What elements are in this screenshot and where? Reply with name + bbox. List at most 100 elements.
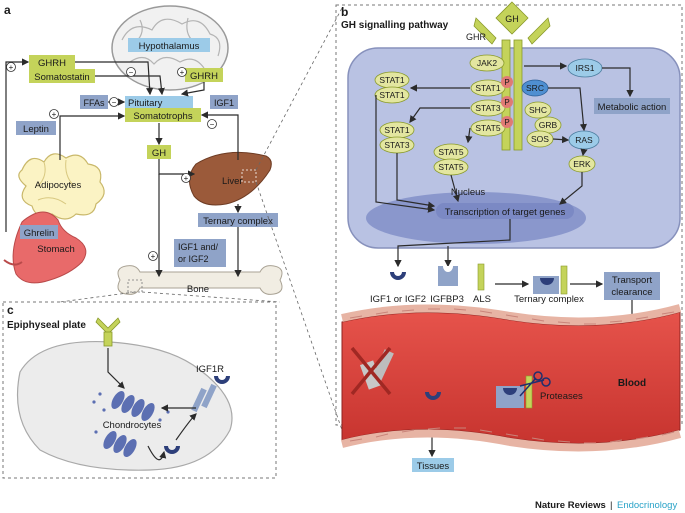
plus-sign: + <box>180 68 185 77</box>
igf-icon <box>390 272 406 280</box>
igf1-box <box>210 95 238 109</box>
somatostatin-box <box>29 69 95 83</box>
panel-b-arrows <box>375 62 636 458</box>
ghrh-right-box <box>185 68 223 82</box>
panel-b: b GH signalling pathway Nucleus Transcri… <box>335 1 683 472</box>
blood-label: Blood <box>618 378 646 389</box>
plus-sign: + <box>151 252 156 261</box>
ghrelin-label: Ghrelin <box>24 228 55 239</box>
igf1r-label: IGF1R <box>196 364 224 375</box>
ghr-label: GHR <box>466 32 487 42</box>
gh-receptor-c-icon <box>95 317 121 347</box>
bone-label: Bone <box>187 284 209 295</box>
footer-journal: Nature Reviews <box>535 500 606 511</box>
adipocytes-label: Adipocytes <box>35 180 82 191</box>
phospho-label: P <box>504 78 509 87</box>
stat1-hetero-label: STAT1 <box>384 125 409 135</box>
liver-illustration <box>189 151 272 206</box>
stomach-label: Stomach <box>37 244 75 255</box>
somatotrophs-label: Somatotrophs <box>133 111 192 122</box>
igfbp3-label: IGFBP3 <box>430 294 464 305</box>
als-icon <box>477 263 485 291</box>
stat1-dimer-a-label: STAT1 <box>379 75 404 85</box>
ternary-complex-b-label: Ternary complex <box>514 294 584 305</box>
phospho-markers: P P P <box>501 76 513 128</box>
chondrocyte-cluster-icon <box>92 390 170 458</box>
panel-b-label: b <box>341 5 348 19</box>
somatostatin-label: Somatostatin <box>34 72 89 83</box>
free-igf-icon <box>425 392 441 400</box>
sos-label: SOS <box>531 134 549 144</box>
ghrh-left-label: GHRH <box>38 58 66 69</box>
igf-a-label-1: IGF1 and/ <box>178 242 219 252</box>
transport-label-1: Transport <box>612 275 653 286</box>
stat5-dimer-a-label: STAT5 <box>438 147 463 157</box>
ras-label: RAS <box>575 135 593 145</box>
panel-c-arrows <box>107 348 197 461</box>
adipocytes-illustration <box>18 153 105 220</box>
panel-a: a Hypothalamus GHRH Somatostatin GHRH Pi… <box>3 3 283 295</box>
stat3-bound-node <box>470 99 506 117</box>
leptin-label: Leptin <box>23 124 49 135</box>
stat5-bound-label: STAT5 <box>475 123 500 133</box>
ghr-receptor-icon <box>473 1 551 151</box>
liver-label: Liver <box>222 176 243 187</box>
minus-sign: − <box>129 68 134 77</box>
stat3-hetero-label: STAT3 <box>384 140 409 150</box>
shc-node <box>524 101 552 119</box>
nucleus-label: Nucleus <box>451 187 486 198</box>
ffas-box <box>80 95 108 109</box>
plus-sign: + <box>9 63 14 72</box>
gh-label: GH <box>152 148 166 159</box>
panel-c-label: c <box>7 303 14 317</box>
ternary-complex-a-box <box>198 213 278 227</box>
igfbp3-icon <box>438 266 458 286</box>
footer: Nature Reviews | Endocrinology <box>535 500 677 511</box>
ghrh-left-box <box>29 55 75 69</box>
igf1-label: IGF1 <box>214 98 234 108</box>
gh-box <box>147 145 171 159</box>
stat1-bound-node <box>470 79 506 97</box>
irs1-label: IRS1 <box>576 63 595 73</box>
hypothalamus-label: Hypothalamus <box>139 41 200 52</box>
panel-c: c Epiphyseal plate IGF1R <box>2 301 277 479</box>
src-label: SRC <box>526 83 544 93</box>
blood-vessel <box>341 304 682 452</box>
stat5-bound-node <box>470 119 506 137</box>
igf-a-box <box>174 239 226 267</box>
ghrh-right-label: GHRH <box>190 71 218 82</box>
als-label: ALS <box>473 294 491 305</box>
panel-a-label: a <box>4 3 11 17</box>
transcription-label: Transcription of target genes <box>445 207 566 218</box>
pituitary-box <box>125 96 193 108</box>
transport-label-2: clearance <box>611 287 652 298</box>
stat1-dimer-b-label: STAT1 <box>379 90 404 100</box>
proteases-label: Proteases <box>540 391 583 402</box>
zoom-connectors <box>59 7 343 431</box>
stat3-bound-label: STAT3 <box>475 103 500 113</box>
stat1-bound-label: STAT1 <box>475 83 500 93</box>
tissues-label: Tissues <box>417 461 450 472</box>
metabolic-action-box <box>594 98 670 114</box>
ternary-complex-a-label: Ternary complex <box>203 216 273 227</box>
minus-sign: − <box>112 98 117 107</box>
tissues-box <box>412 458 454 472</box>
transport-clearance-box <box>604 272 660 300</box>
igf-a-label-2: or IGF2 <box>178 254 209 264</box>
panel-c-title: Epiphyseal plate <box>7 320 86 331</box>
footer-separator: | <box>610 500 612 511</box>
phospho-label: P <box>504 98 509 107</box>
ternary-complex-icon <box>533 265 568 295</box>
chondrocytes-label: Chondrocytes <box>103 420 162 431</box>
blocked-complex-icon <box>350 346 394 396</box>
panel-a-sign-markers: + − + + − − + + <box>6 62 217 261</box>
ffas-label: FFAs <box>83 98 105 108</box>
stat-dimers <box>374 71 469 176</box>
shc-label: SHC <box>529 105 547 115</box>
jak2-label: JAK2 <box>477 58 498 68</box>
gh-ligand-label: GH <box>505 14 519 24</box>
plus-sign: + <box>184 174 189 183</box>
igf1-or-igf2-label: IGF1 or IGF2 <box>370 294 426 305</box>
jak2-node <box>469 54 505 72</box>
